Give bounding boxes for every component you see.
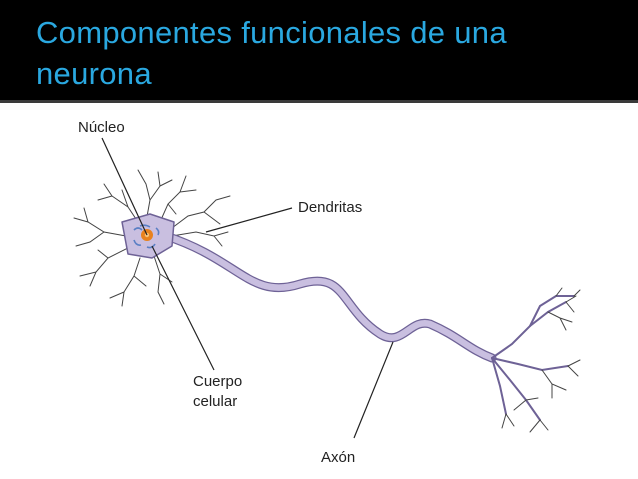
organelles — [133, 224, 160, 249]
axon-shaft — [161, 231, 497, 363]
title-divider — [0, 100, 638, 103]
label-cell-body-line1: Cuerpo — [193, 373, 242, 390]
slide-title: Componentes funcionales de una neurona — [36, 15, 507, 91]
label-axon: Axón — [321, 449, 355, 466]
label-nucleus: Núcleo — [78, 119, 125, 136]
label-cell-body-line2: celular — [193, 393, 237, 410]
leader-lines — [101, 137, 394, 439]
label-dendrites: Dendritas — [298, 199, 362, 216]
axon-terminals — [491, 295, 575, 421]
title-bar — [0, 0, 638, 100]
neuron-diagram: Núcleo Dendritas Cuerpo celular Axón — [73, 119, 581, 466]
dendrites — [73, 169, 231, 307]
